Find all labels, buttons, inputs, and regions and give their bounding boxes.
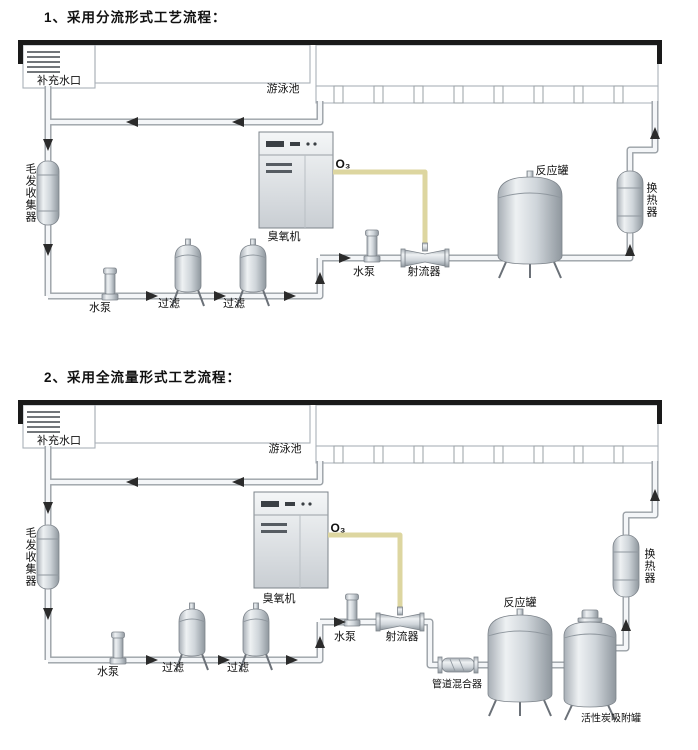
filter1-label-2: 过滤 [162, 662, 184, 674]
hair-collector-1 [36, 160, 60, 226]
ozone-tube-2 [328, 532, 403, 607]
ozone-generator-label-2: 臭氧机 [262, 593, 296, 605]
reaction-tank-label-1: 反应罐 [535, 165, 569, 177]
flow-arrows-1 [43, 117, 660, 301]
filter2-label-1: 过滤 [223, 298, 245, 310]
pipeline-mixer-2 [437, 656, 479, 674]
heat-exchanger-label-2: 换热器 [643, 548, 655, 584]
ozone-tube-1 [333, 169, 428, 243]
injector-label-1: 射流器 [407, 266, 441, 278]
ozone-gas-label-1: O₃ [335, 157, 351, 171]
pool-label-2: 游泳池 [268, 443, 302, 455]
hair-collector-label-2: 毛发收集器 [24, 527, 36, 587]
ozone-generator-1 [258, 131, 334, 229]
injector-label-2: 射流器 [385, 631, 419, 643]
ozone-generator-2 [253, 491, 329, 589]
ozone-pump-label-2: 水泵 [334, 631, 356, 643]
hair-collector-label-1: 毛发收集器 [24, 163, 36, 223]
makeup-water-label-1: 补充水口 [37, 75, 81, 87]
diagram2-title: 2、采用全流量形式工艺流程： [44, 370, 242, 385]
heat-exchanger-label-1: 换热器 [645, 182, 657, 218]
ozone-generator-label-1: 臭氧机 [267, 231, 301, 243]
gutter-columns [333, 445, 624, 464]
pool-structure-2 [18, 400, 662, 464]
reaction-tank-label-2: 反应罐 [503, 597, 537, 609]
ozone-pump-label-1: 水泵 [353, 266, 375, 278]
carbon-tank-label-2: 活性炭吸附罐 [581, 713, 641, 725]
pool-deck-2 [18, 400, 662, 405]
hair-collector-2 [36, 524, 60, 590]
pool-structure-1 [18, 40, 662, 104]
gutter-columns [333, 85, 624, 104]
pipeline-mixer-label-2: 管道混合器 [432, 679, 482, 691]
heat-exchanger-1 [616, 170, 644, 234]
diagram1-title: 1、采用分流形式工艺流程： [44, 10, 227, 25]
main-pump-2 [109, 631, 127, 665]
ozone-pump-1 [363, 229, 381, 263]
filter2-label-2: 过滤 [227, 662, 249, 674]
ozone-gas-label-2: O₃ [330, 521, 346, 535]
reaction-tank-1 [497, 170, 563, 279]
main-pump-label-1: 水泵 [89, 302, 111, 314]
pool-deck-1 [18, 40, 662, 45]
pipe-network-1 [48, 86, 655, 296]
heat-exchanger-2 [612, 534, 640, 598]
main-pump-1 [101, 267, 119, 301]
reaction-tank-2 [487, 608, 553, 717]
filter1-label-1: 过滤 [158, 298, 180, 310]
makeup-water-label-2: 补充水口 [37, 435, 81, 447]
carbon-tank-2 [563, 609, 617, 721]
main-pump-label-2: 水泵 [97, 666, 119, 678]
pool-label-1: 游泳池 [266, 83, 300, 95]
ozone-pump-2 [343, 593, 361, 627]
